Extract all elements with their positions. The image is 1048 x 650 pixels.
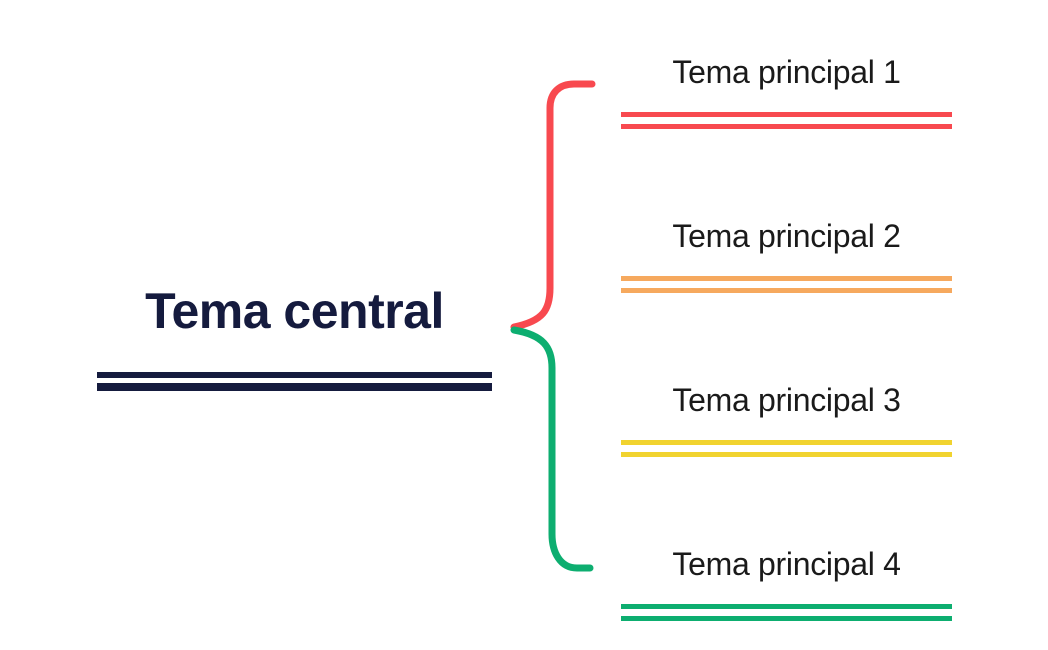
main-topic-node-2[interactable]: Tema principal 2 xyxy=(621,216,952,293)
topic-underline-top xyxy=(621,440,952,445)
topic-underline-bottom xyxy=(621,452,952,457)
topic-underline-top xyxy=(621,604,952,609)
brace-upper-arm-icon xyxy=(510,80,596,331)
main-topic-node-3[interactable]: Tema principal 3 xyxy=(621,380,952,457)
topic-underline-top xyxy=(621,276,952,281)
topic-underline-bottom xyxy=(621,124,952,129)
central-underline-bottom xyxy=(97,383,492,391)
central-underline-top xyxy=(97,372,492,378)
topic-underline-top xyxy=(621,112,952,117)
main-topic-node-1[interactable]: Tema principal 1 xyxy=(621,52,952,129)
main-topic-label: Tema principal 3 xyxy=(672,382,901,418)
topic-underline-bottom xyxy=(621,616,952,621)
topic-underline-bottom xyxy=(621,288,952,293)
main-topic-label: Tema principal 4 xyxy=(672,546,901,582)
main-topic-label: Tema principal 2 xyxy=(672,218,901,254)
central-topic-node[interactable]: Tema central xyxy=(97,283,492,391)
main-topic-node-4[interactable]: Tema principal 4 xyxy=(621,544,952,621)
brace-lower-arm-icon xyxy=(510,326,594,572)
main-topic-label: Tema principal 1 xyxy=(672,54,901,90)
central-topic-label: Tema central xyxy=(145,283,444,339)
